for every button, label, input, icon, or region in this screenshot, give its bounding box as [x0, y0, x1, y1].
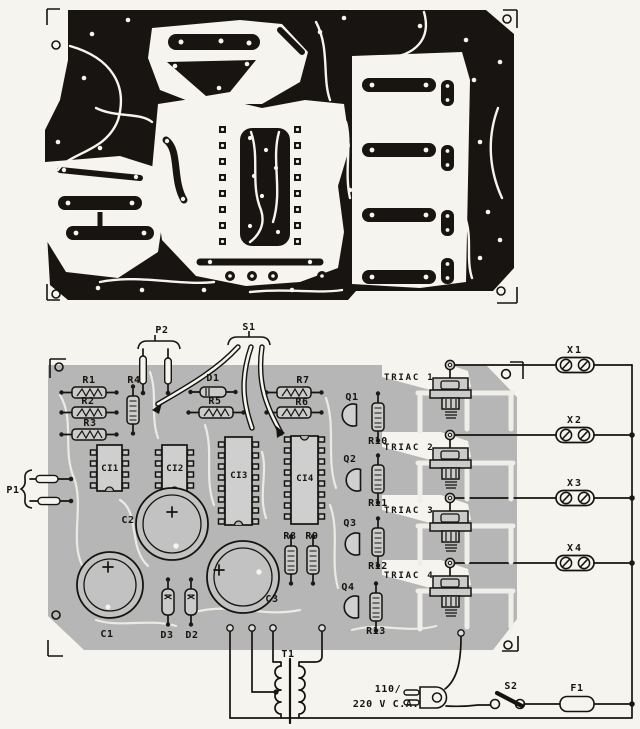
label-x4: X4: [567, 543, 583, 554]
label-r12: R12: [368, 561, 388, 572]
label-r11: R11: [368, 498, 388, 509]
corner-marks-top-board: [46, 8, 518, 304]
label-q2: Q2: [343, 454, 356, 465]
switch-s2: [489, 690, 526, 710]
label-r2: R2: [81, 396, 94, 407]
pot-p1-wires: [19, 469, 74, 509]
transformer-t1: [274, 657, 306, 725]
transistor-q2: [345, 468, 362, 492]
label-c1: C1: [100, 629, 113, 640]
label-d1: D1: [206, 373, 219, 384]
label-r6: R6: [295, 397, 308, 408]
lamp-x3: [555, 489, 595, 507]
solder-pads: [226, 624, 465, 637]
capacitor-c2: [135, 487, 209, 561]
via-holes: [55, 15, 503, 293]
label-d3: D3: [160, 630, 173, 641]
external-wiring: [229, 356, 635, 725]
label-ci2: CI2: [166, 464, 183, 474]
ac-plug: [403, 686, 448, 709]
dip-footprint-pads: [219, 126, 301, 245]
label-p1: P1: [6, 485, 19, 496]
label-r3: R3: [83, 418, 96, 429]
label-r7: R7: [296, 375, 309, 386]
label-ci4: CI4: [296, 474, 314, 484]
components: [19, 331, 513, 637]
label-x2: X2: [567, 415, 583, 426]
label-triac2: TRIAC 2: [384, 443, 435, 453]
label-r8: R8: [283, 531, 296, 542]
capacitor-c1: [76, 551, 144, 619]
transistor-q3: [344, 532, 361, 556]
label-triac1: TRIAC 1: [384, 373, 435, 383]
label-f1: F1: [570, 683, 583, 694]
label-q4: Q4: [341, 582, 354, 593]
transistor-q4: [343, 595, 360, 619]
ic-ci3: [217, 436, 260, 526]
capacitor-c3: [206, 540, 280, 614]
label-s2: S2: [504, 681, 517, 692]
switch-s1-wires: [152, 331, 285, 438]
label-ci1: CI1: [101, 464, 118, 474]
label-r5: R5: [208, 396, 221, 407]
label-r1: R1: [82, 375, 95, 386]
label-d2: D2: [185, 630, 198, 641]
copper-board: [45, 8, 518, 304]
triac-pad-ladder: [362, 78, 454, 284]
trimpot-p2-wires: [137, 335, 181, 396]
lamp-x4: [555, 554, 595, 572]
fuse-f1: [559, 695, 595, 713]
label-c3: C3: [265, 594, 278, 605]
label-power-voltage-line1: 110/: [375, 684, 401, 695]
label-triac4: TRIAC 4: [384, 571, 435, 581]
corner-marks-component-board: [47, 358, 524, 657]
labels: R1 R2 R3 R4 P2 S1 D1 R5 R7 R6 Q1 Q2 Q3 Q…: [6, 322, 583, 710]
label-triac3: TRIAC 3: [384, 506, 435, 516]
label-r4: R4: [127, 375, 140, 386]
label-q1: Q1: [345, 392, 358, 403]
label-p2: P2: [155, 325, 168, 336]
label-r9: R9: [305, 531, 318, 542]
label-q3: Q3: [343, 518, 356, 529]
label-t1: T1: [281, 649, 294, 660]
label-x1: X1: [567, 345, 583, 356]
label-power-voltage-line2: 220 V C.A.: [353, 699, 419, 710]
transistor-q1: [341, 403, 358, 427]
label-s1: S1: [242, 322, 255, 333]
label-ci3: CI3: [230, 471, 247, 481]
lamp-x2: [555, 426, 595, 444]
label-r10: R10: [368, 436, 388, 447]
label-c2: C2: [121, 515, 134, 526]
label-x3: X3: [567, 478, 583, 489]
label-r13: R13: [366, 626, 386, 637]
lamp-x1: [555, 356, 595, 374]
